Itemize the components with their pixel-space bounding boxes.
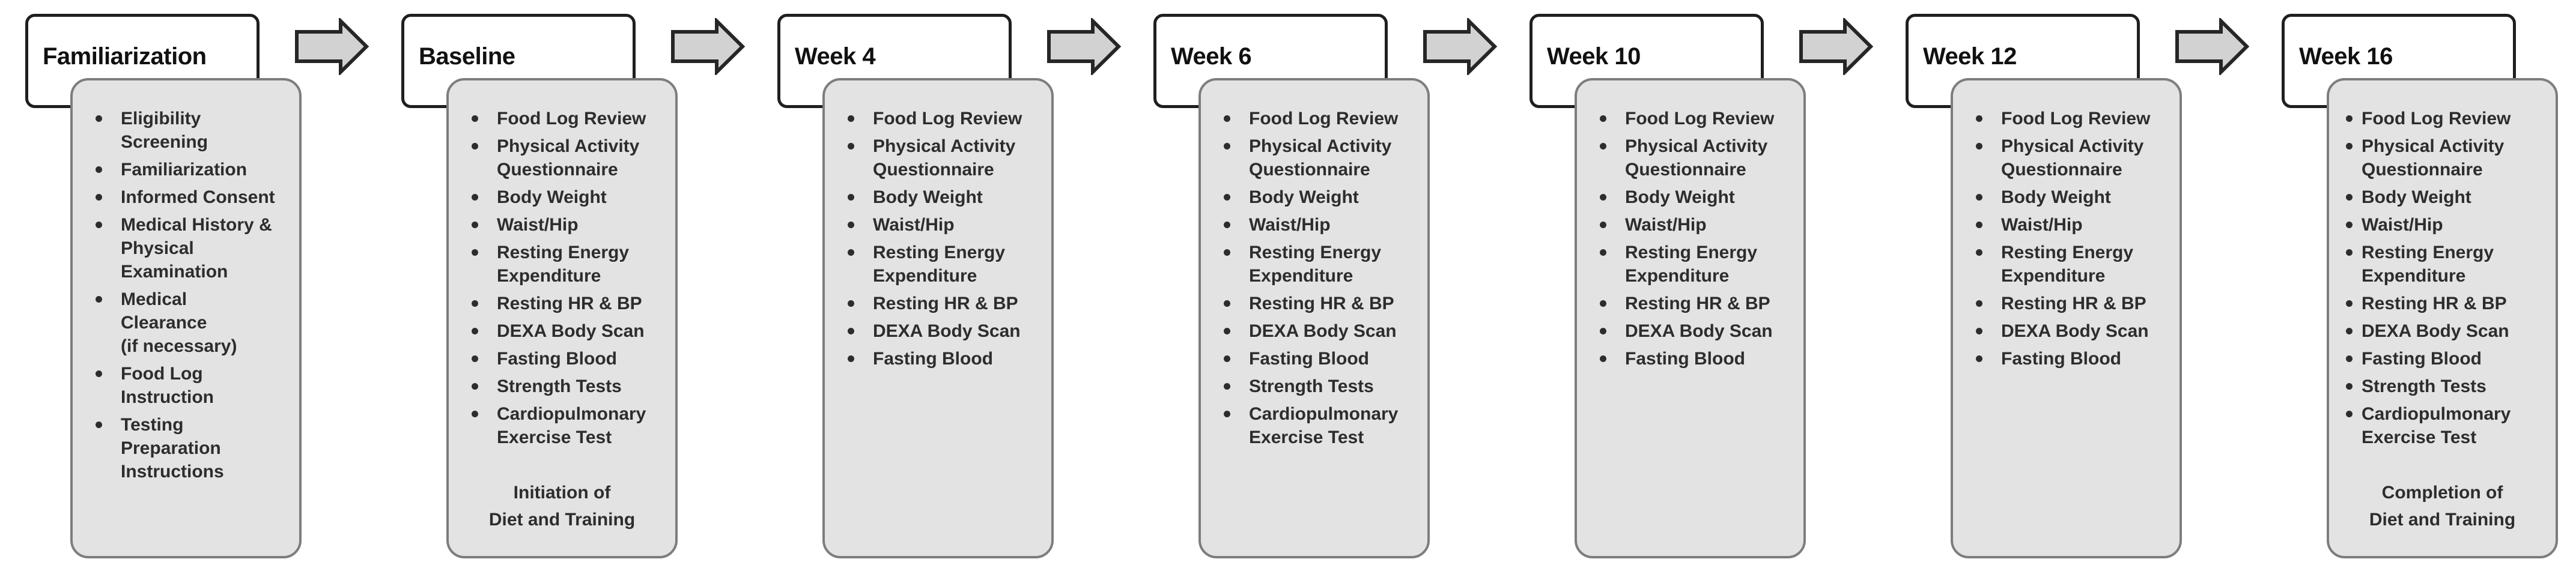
- assessment-item: Strength Tests: [1224, 375, 1420, 398]
- assessment-item: Resting Energy Expenditure: [1600, 241, 1796, 288]
- assessment-item: Food Log Review: [848, 107, 1044, 130]
- assessment-item: Resting Energy Expenditure: [1976, 241, 2172, 288]
- assessment-item: Waist/Hip: [472, 213, 668, 237]
- assessment-item: Physical Activity Questionnaire: [1600, 134, 1796, 181]
- assessment-item: Body Weight: [472, 186, 668, 209]
- phase-title: Familiarization: [43, 43, 207, 70]
- phase-title: Week 4: [795, 43, 876, 70]
- assessment-item: Waist/Hip: [1976, 213, 2172, 237]
- assessment-item: Medical Clearance (if necessary): [96, 288, 292, 358]
- assessment-item: Strength Tests: [2346, 375, 2548, 398]
- assessment-item: Food Log Instruction: [96, 362, 292, 409]
- flow-arrow-icon: [2175, 18, 2250, 75]
- assessment-item: Physical Activity Questionnaire: [1224, 134, 1420, 181]
- phase-note: Initiation of Diet and Training: [488, 483, 636, 530]
- assessment-item: DEXA Body Scan: [472, 319, 668, 343]
- flow-arrow-icon: [670, 18, 746, 75]
- assessment-item: Resting HR & BP: [1600, 292, 1796, 315]
- assessment-item: Waist/Hip: [2346, 213, 2548, 237]
- assessment-item: Body Weight: [1976, 186, 2172, 209]
- assessment-item: Physical Activity Questionnaire: [1976, 134, 2172, 181]
- assessment-item: Cardiopulmonary Exercise Test: [2346, 402, 2548, 449]
- assessment-item: Informed Consent: [96, 186, 292, 209]
- assessment-item: Testing Preparation Instructions: [96, 413, 292, 483]
- assessment-item: Body Weight: [1600, 186, 1796, 209]
- assessment-item: Resting Energy Expenditure: [1224, 241, 1420, 288]
- assessment-item: Resting Energy Expenditure: [2346, 241, 2548, 288]
- flow-arrow-icon: [294, 18, 369, 75]
- assessment-item: Fasting Blood: [848, 347, 1044, 370]
- assessment-item: DEXA Body Scan: [1600, 319, 1796, 343]
- assessment-item: Body Weight: [2346, 186, 2548, 209]
- assessment-item: Physical Activity Questionnaire: [2346, 134, 2548, 181]
- assessment-item: Resting Energy Expenditure: [848, 241, 1044, 288]
- assessment-item: Cardiopulmonary Exercise Test: [472, 402, 668, 449]
- assessment-item: Food Log Review: [1224, 107, 1420, 130]
- assessment-item: Food Log Review: [472, 107, 668, 130]
- phase-title: Week 10: [1547, 43, 1641, 70]
- assessment-item: Resting HR & BP: [848, 292, 1044, 315]
- assessment-item: Waist/Hip: [848, 213, 1044, 237]
- assessment-item: Food Log Review: [1600, 107, 1796, 130]
- assessment-item: Resting HR & BP: [472, 292, 668, 315]
- assessment-item: Resting HR & BP: [2346, 292, 2548, 315]
- assessment-item: Body Weight: [1224, 186, 1420, 209]
- assessment-item: Resting HR & BP: [1976, 292, 2172, 315]
- flow-arrow-icon: [1799, 18, 1874, 75]
- assessment-item: DEXA Body Scan: [1976, 319, 2172, 343]
- flow-arrow-icon: [1423, 18, 1498, 75]
- assessment-item: DEXA Body Scan: [2346, 319, 2548, 343]
- assessment-item: Cardiopulmonary Exercise Test: [1224, 402, 1420, 449]
- assessment-item: Fasting Blood: [472, 347, 668, 370]
- flow-arrow-icon: [1046, 18, 1122, 75]
- assessment-item: Strength Tests: [472, 375, 668, 398]
- phase-title: Week 6: [1171, 43, 1252, 70]
- assessment-item: Resting Energy Expenditure: [472, 241, 668, 288]
- assessment-item: Eligibility Screening: [96, 107, 292, 154]
- assessment-item: Fasting Blood: [1976, 347, 2172, 370]
- assessment-item: Physical Activity Questionnaire: [472, 134, 668, 181]
- assessment-item: Food Log Review: [2346, 107, 2548, 130]
- assessment-item: Familiarization: [96, 158, 292, 181]
- phase-title: Week 16: [2299, 43, 2393, 70]
- assessment-item: Body Weight: [848, 186, 1044, 209]
- assessment-item: Waist/Hip: [1224, 213, 1420, 237]
- assessment-item: Fasting Blood: [1224, 347, 1420, 370]
- assessment-item: Fasting Blood: [1600, 347, 1796, 370]
- assessment-item: Fasting Blood: [2346, 347, 2548, 370]
- phase-note: Completion of Diet and Training: [2369, 483, 2516, 530]
- assessment-item: Resting HR & BP: [1224, 292, 1420, 315]
- assessment-item: Physical Activity Questionnaire: [848, 134, 1044, 181]
- assessment-item: DEXA Body Scan: [848, 319, 1044, 343]
- assessment-item: Medical History & Physical Examination: [96, 213, 292, 283]
- phase-title: Week 12: [1923, 43, 2017, 70]
- assessment-item: Waist/Hip: [1600, 213, 1796, 237]
- assessment-item: Food Log Review: [1976, 107, 2172, 130]
- phase-title: Baseline: [419, 43, 515, 70]
- assessment-item: DEXA Body Scan: [1224, 319, 1420, 343]
